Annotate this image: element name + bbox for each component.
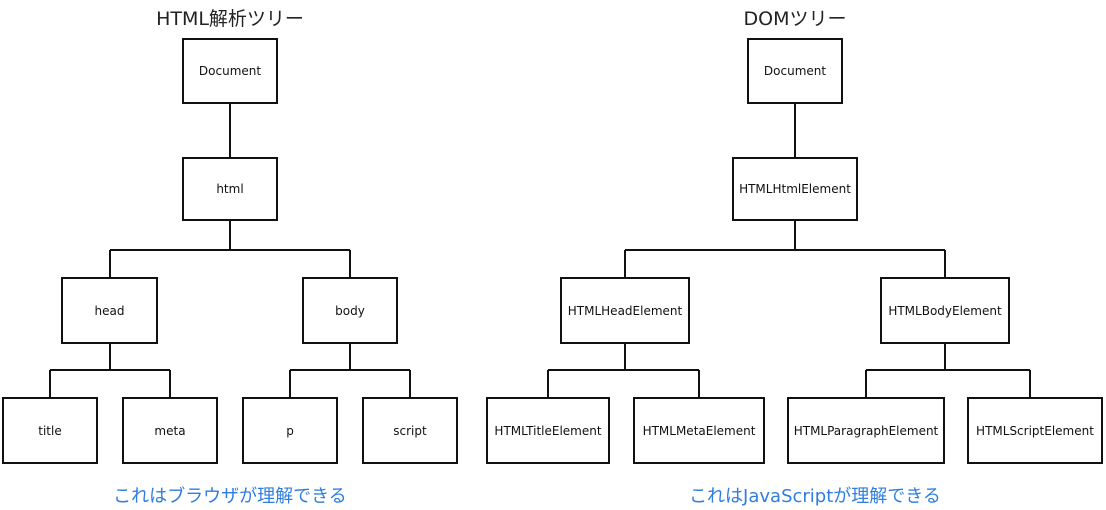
edge-head-children xyxy=(49,344,171,397)
left-tree-caption: これはブラウザが理解できる xyxy=(113,486,347,507)
node-meta: meta xyxy=(122,397,218,464)
edge-html-children xyxy=(109,221,351,277)
node-html-element: HTMLHtmlElement xyxy=(732,157,858,221)
edge-head-children-dom xyxy=(547,344,700,397)
node-p: p xyxy=(242,397,338,464)
node-head: head xyxy=(61,277,158,344)
left-tree-title: HTML解析ツリー xyxy=(156,8,304,30)
node-document: Document xyxy=(182,38,278,104)
edge-body-children-dom xyxy=(865,344,1031,397)
node-body: body xyxy=(302,277,398,344)
node-head-element: HTMLHeadElement xyxy=(560,277,690,344)
node-html: html xyxy=(182,157,278,221)
node-paragraph-element: HTMLParagraphElement xyxy=(787,397,945,464)
node-body-element: HTMLBodyElement xyxy=(880,277,1010,344)
node-script-element: HTMLScriptElement xyxy=(967,397,1103,464)
right-tree-title: DOMツリー xyxy=(743,8,847,30)
node-script: script xyxy=(362,397,458,464)
edge-html-children-dom xyxy=(624,221,946,277)
node-meta-element: HTMLMetaElement xyxy=(633,397,765,464)
node-title: title xyxy=(2,397,98,464)
node-document-dom: Document xyxy=(747,38,843,104)
node-title-element: HTMLTitleElement xyxy=(486,397,610,464)
edge-body-children xyxy=(289,344,411,397)
right-tree-caption: これはJavaScriptが理解できる xyxy=(689,486,941,507)
